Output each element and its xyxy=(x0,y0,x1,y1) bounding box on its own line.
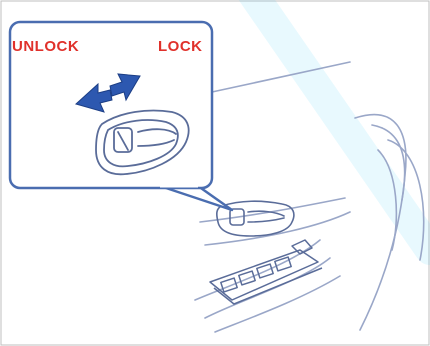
callout-pointer xyxy=(160,186,232,210)
lock-label: LOCK xyxy=(158,38,203,55)
unlock-label: UNLOCK xyxy=(12,38,79,55)
watermark xyxy=(250,0,430,250)
